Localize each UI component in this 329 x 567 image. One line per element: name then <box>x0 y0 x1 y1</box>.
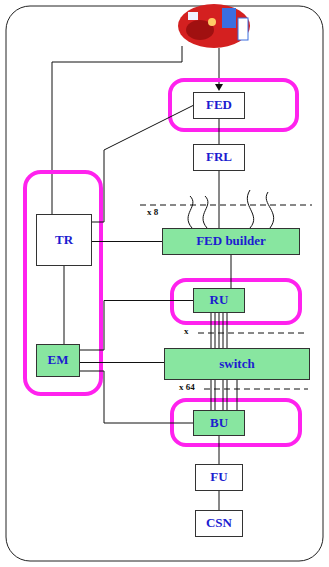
dashed-boundary <box>140 205 312 206</box>
box-label: FRL <box>206 150 232 164</box>
detector-blue <box>222 8 236 28</box>
frame <box>6 6 323 561</box>
link-line <box>247 190 253 228</box>
link-line <box>227 313 228 348</box>
connector <box>92 106 193 223</box>
box-label: CSN <box>206 516 232 530</box>
box-label: TR <box>55 233 73 247</box>
box-label: BU <box>210 416 228 430</box>
connector <box>219 119 220 144</box>
highlight-outline <box>172 280 300 323</box>
highlight-outline <box>170 80 297 130</box>
connector <box>219 491 220 510</box>
process-box: TR <box>36 214 92 266</box>
box-label: FED builder <box>196 234 266 248</box>
link-line <box>203 196 208 228</box>
connector <box>219 313 220 348</box>
unit-box: RU <box>193 288 245 313</box>
box-label: EM <box>48 353 69 367</box>
box-label: FU <box>210 470 227 484</box>
process-box: FU <box>195 464 243 491</box>
link-line <box>211 313 212 348</box>
connector <box>80 362 164 363</box>
process-box: FRL <box>193 144 245 171</box>
link-line <box>188 196 193 228</box>
detector-white <box>238 18 248 40</box>
link-line <box>266 192 273 228</box>
process-box: CSN <box>195 510 243 537</box>
connector <box>92 241 162 242</box>
box-label: FED <box>206 98 232 112</box>
link-line <box>223 313 224 348</box>
arrow-head <box>215 84 223 91</box>
dashed-boundary <box>204 389 308 390</box>
unit-box: BU <box>193 410 245 436</box>
multiplicity-label: x <box>183 327 190 337</box>
multiplicity-label: x 64 <box>178 383 196 393</box>
link-line <box>215 313 216 348</box>
link-line <box>215 380 216 410</box>
detector-core <box>208 18 216 26</box>
process-box: FED <box>193 92 245 119</box>
box-label: RU <box>210 293 229 307</box>
box-label: switch <box>219 357 254 371</box>
multiplicity-label: x 8 <box>146 208 159 218</box>
connector <box>219 436 220 464</box>
connector <box>237 380 238 410</box>
connector <box>231 255 232 288</box>
link-line <box>211 380 212 410</box>
connector <box>80 301 193 351</box>
detector-body <box>178 4 250 48</box>
detector-icon <box>178 4 250 48</box>
link-line <box>223 380 224 410</box>
detector-light <box>188 12 198 20</box>
builder-box: FED builder <box>162 228 300 255</box>
switch-box: switch <box>164 348 310 380</box>
highlight-outline <box>25 172 101 394</box>
manager-box: EM <box>36 344 80 377</box>
trigger-line <box>52 46 182 214</box>
link-line <box>227 380 228 410</box>
connector <box>64 266 65 344</box>
connector <box>219 171 220 228</box>
